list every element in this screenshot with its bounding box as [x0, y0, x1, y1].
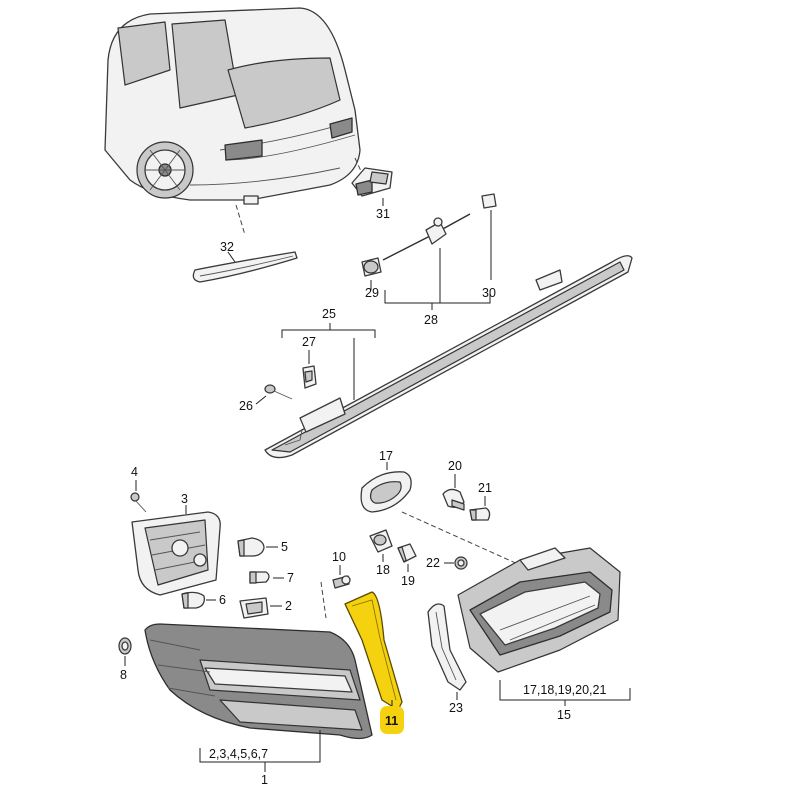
- part-6-bulb: [181, 591, 205, 609]
- leader-1: [199, 730, 321, 772]
- callout-5: 5: [281, 540, 288, 554]
- part-26-screw: [264, 384, 293, 400]
- callout-15-group: 17,18,19,20,21: [523, 683, 606, 697]
- part-23-trim-strip: [427, 603, 467, 691]
- callout-10: 10: [332, 550, 346, 564]
- callout-3: 3: [181, 492, 188, 506]
- part-19-bulb: [397, 543, 417, 563]
- callout-32: 32: [220, 240, 234, 254]
- part-15-inner-tail-light: [457, 547, 621, 673]
- callout-4: 4: [131, 465, 138, 479]
- leader-dashed-17: [401, 511, 521, 566]
- callout-7: 7: [287, 571, 294, 585]
- leader-dashed-10: [320, 581, 327, 619]
- callout-28: 28: [424, 313, 438, 327]
- part-22-screw: [454, 556, 468, 570]
- callout-29: 29: [365, 286, 379, 300]
- part-10-screw: [332, 575, 351, 589]
- callout-31: 31: [376, 207, 390, 221]
- callout-11-badge: [380, 706, 404, 734]
- part-3-bulb-holder: [131, 511, 221, 596]
- callout-6: 6: [219, 593, 226, 607]
- callout-30: 30: [482, 286, 496, 300]
- callout-19: 19: [401, 574, 415, 588]
- part-27-bracket: [302, 365, 317, 389]
- callout-1-group: 2,3,4,5,6,7: [209, 747, 268, 761]
- part-31-plate-light: [351, 167, 393, 197]
- part-7-bulb: [249, 571, 270, 584]
- callout-1: 1: [261, 773, 268, 787]
- part-32-trim-strip: [192, 251, 298, 283]
- callout-21: 21: [478, 481, 492, 495]
- callout-22: 22: [426, 556, 440, 570]
- part-8-grommet: [118, 637, 132, 655]
- part-17-gasket: [360, 471, 412, 513]
- leader-dashed-32: [235, 204, 246, 236]
- part-18-bulb-socket: [369, 529, 393, 553]
- part-4-screw: [130, 492, 147, 513]
- callout-26: 26: [239, 399, 253, 413]
- callout-15: 15: [557, 708, 571, 722]
- part-2-bulb-socket: [239, 597, 269, 619]
- callout-20: 20: [448, 459, 462, 473]
- leader-28: [384, 248, 491, 310]
- callout-2: 2: [285, 599, 292, 613]
- part-29-grommet: [361, 257, 382, 277]
- part-28-wiring-cable: [382, 213, 471, 261]
- leader-15: [499, 680, 631, 706]
- leader-32: [227, 251, 236, 263]
- part-25-tailgate-light-strip: [264, 255, 633, 459]
- callout-11: 11: [385, 714, 398, 728]
- callout-23: 23: [449, 701, 463, 715]
- leader-25: [281, 323, 376, 400]
- vehicle-rear-view: [104, 7, 361, 205]
- callout-17: 17: [379, 449, 393, 463]
- exhaust-tip: [243, 195, 259, 205]
- part-21-bulb: [469, 507, 491, 521]
- part-5-bulb: [237, 537, 265, 557]
- callout-25: 25: [322, 307, 336, 321]
- callout-8: 8: [120, 668, 127, 682]
- part-20-bulb: [442, 488, 465, 511]
- callout-18: 18: [376, 563, 390, 577]
- leader-26: [255, 395, 267, 405]
- callout-27: 27: [302, 335, 316, 349]
- part-1-tail-light: [144, 623, 373, 740]
- part-30-connector-clip: [481, 193, 497, 209]
